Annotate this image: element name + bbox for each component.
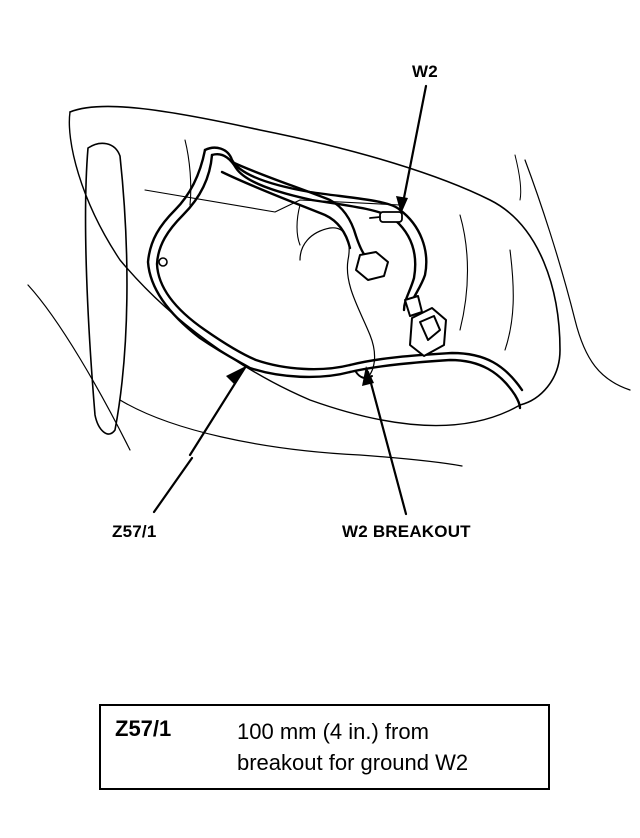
wiring-harness-illustration (27, 84, 631, 516)
right-connectors (404, 295, 447, 357)
legend-description-line-1: 100 mm (4 in.) from (237, 719, 429, 744)
legend-code: Z57/1 (115, 716, 172, 741)
arrowhead-breakout (362, 366, 374, 386)
leader-arrows (152, 84, 428, 516)
legend-description-line-2: breakout for ground W2 (237, 750, 469, 775)
callout-w2: W2 (412, 62, 438, 81)
body-panel-inner (68, 111, 521, 427)
legend-description: 100 mm (4 in.) from breakout for ground … (237, 716, 537, 778)
left-cutout (84, 142, 128, 435)
callout-w2-breakout: W2 BREAKOUT (342, 522, 471, 541)
harness-bundle (146, 146, 524, 410)
arrowhead-w2 (396, 196, 408, 214)
callout-z57-1: Z57/1 (112, 522, 157, 541)
body-panel-outline (69, 105, 561, 406)
ground-terminal-w2 (369, 211, 403, 223)
arrowhead-z57 (226, 366, 246, 384)
legend-box: Z57/1 100 mm (4 in.) from breakout for g… (99, 704, 550, 790)
connector-block (355, 251, 389, 281)
